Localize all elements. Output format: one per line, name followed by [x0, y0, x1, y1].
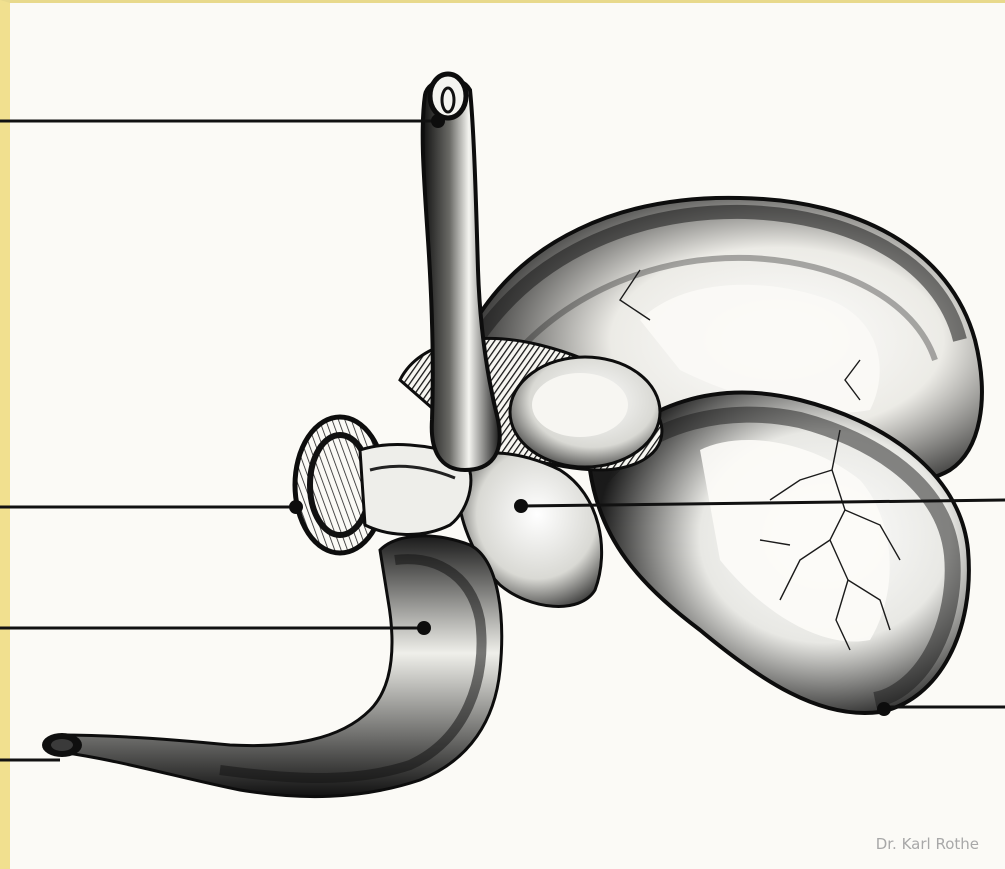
- leader-dot-head: [289, 500, 303, 514]
- leader-dot-stalk: [431, 114, 445, 128]
- illustrator-credit: Dr. Karl Rothe: [876, 835, 979, 853]
- vertical-stalk: [423, 79, 500, 470]
- central-knob-highlight: [532, 373, 628, 437]
- limb-tip-hole: [51, 739, 73, 751]
- descending-limb: [47, 536, 501, 797]
- leader-dot-oval: [514, 499, 528, 513]
- leader-dot-lobe: [877, 702, 891, 716]
- leader-dot-limb: [417, 621, 431, 635]
